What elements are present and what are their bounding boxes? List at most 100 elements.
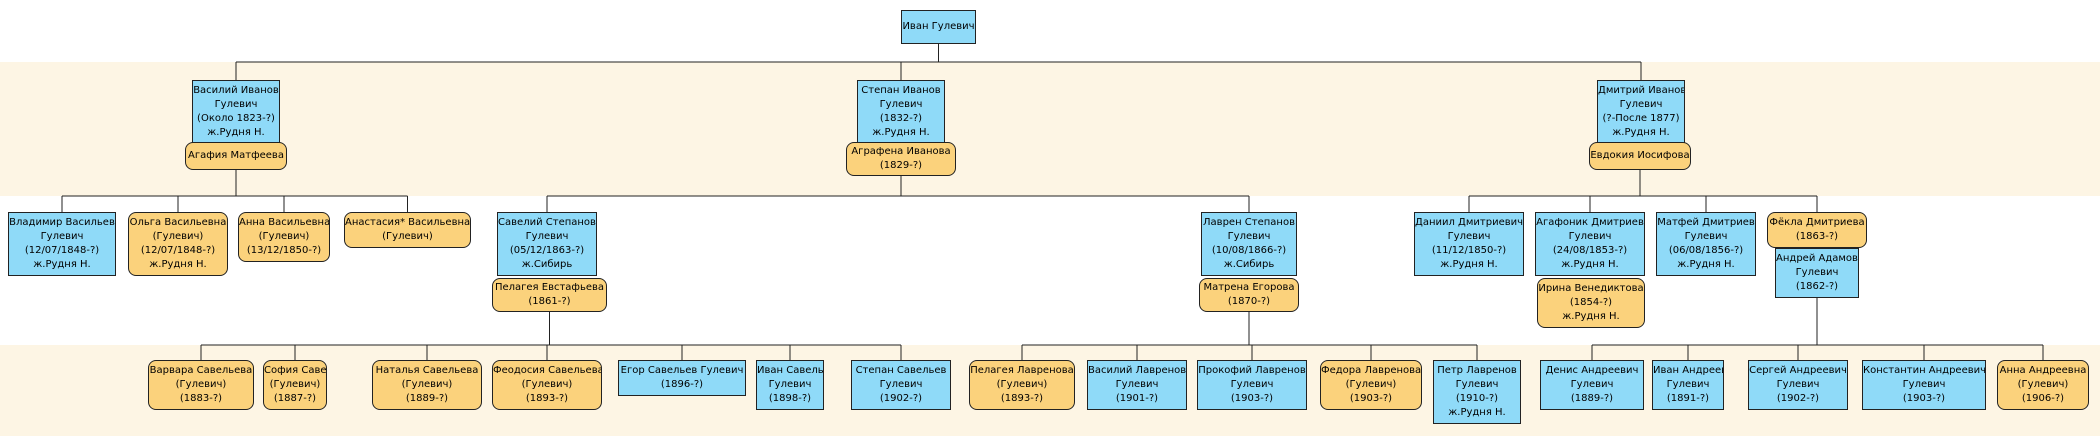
person-text-line: ж.Рудня Н. — [1440, 259, 1498, 270]
person-text-line: (1854-?) — [1569, 297, 1613, 308]
person-egor[interactable]: Егор Савельев Гулевич (1896-?) — [618, 360, 746, 396]
person-text-line: Сергей Андреевич — [1749, 365, 1847, 376]
person-text-line: Лаврен Степанов — [1203, 217, 1295, 228]
person-agrafena[interactable]: Аграфена Иванова(1829-?) — [846, 142, 956, 176]
person-olga[interactable]: Ольга Васильевна(Гулевич)(12/07/1848-?)ж… — [128, 212, 228, 276]
person-text-line: Матфей Дмитриев — [1657, 217, 1755, 228]
person-text-line: Гулевич — [1115, 379, 1159, 390]
person-evdokia[interactable]: Евдокия Иосифова — [1589, 142, 1691, 170]
person-text-line: Гулевич — [1570, 379, 1614, 390]
person-text-line: (1870-?) — [1227, 296, 1271, 307]
person-text-line: Евдокия Иосифова — [1590, 150, 1690, 161]
person-agafia[interactable]: Агафия Матфеева — [185, 142, 287, 170]
person-sofia[interactable]: София Савельева (Гулевич) (1887-?) — [263, 360, 327, 410]
person-text-line: (1832-?) — [879, 113, 923, 124]
person-text-line: Ольга Васильевна — [129, 217, 227, 228]
person-text-line: Иван Савельев — [757, 365, 824, 376]
person-text-line: (1903-?) — [1902, 393, 1946, 404]
person-text-line: (1901-?) — [1115, 393, 1159, 404]
person-text-line: ж.Рудня Н. — [1612, 127, 1670, 138]
person-text-line: Гулевич — [1227, 231, 1271, 242]
person-pelageya-e[interactable]: Пелагея Евстафьева(1861-?) — [492, 278, 607, 312]
person-text-line: (?-После 1877) — [1602, 113, 1680, 124]
person-text-line: Гулевич — [214, 99, 258, 110]
person-text-line: (1893-?) — [525, 393, 569, 404]
person-text-line: (1896-?) — [660, 379, 704, 390]
person-matrena[interactable]: Матрена Егорова(1870-?) — [1199, 278, 1299, 312]
person-text-line: Феодосия Савельева — [493, 365, 602, 376]
person-anna-a[interactable]: Анна Андреевна(Гулевич)(1906-?) — [1997, 360, 2089, 410]
person-text-line: (1902-?) — [879, 393, 923, 404]
person-irina[interactable]: Ирина Венедиктова(1854-?)ж.Рудня Н. — [1537, 278, 1645, 328]
person-text-line: Степан Савельев — [855, 365, 947, 376]
person-text-line: Анна Андреевна — [1999, 365, 2087, 376]
person-text-line: Гулевич — [1447, 231, 1491, 242]
person-text-line: Наталья Савельева — [375, 365, 479, 376]
person-text-line: (1893-?) — [1000, 393, 1044, 404]
person-text-line: Агафия Матфеева — [188, 150, 284, 161]
person-text-line: (1903-?) — [1230, 393, 1274, 404]
person-text-line: Гулевич — [879, 379, 923, 390]
person-text-line: (Гулевич) — [269, 379, 321, 390]
person-varvara[interactable]: Варвара Савельева(Гулевич)(1883-?) — [148, 360, 254, 410]
person-text-line: София Савельева — [264, 365, 327, 376]
person-fekla[interactable]: Фёкла Дмитриева(1863-?) — [1767, 212, 1867, 248]
person-text-line: Гулевич — [1684, 231, 1728, 242]
person-text-line: (11/12/1850-?) — [1431, 245, 1507, 256]
person-text-line: (Гулевич) — [382, 231, 433, 242]
person-text-line: ж.Сибирь — [521, 259, 573, 270]
person-text-line: Егор Савельев Гулевич — [620, 365, 744, 376]
person-text-line: (1862-?) — [1795, 281, 1839, 292]
person-text-line: (05/12/1863-?) — [509, 245, 585, 256]
person-text-line: Гулевич — [1776, 379, 1820, 390]
person-text-line: Анастасия* Васильевна — [345, 217, 471, 228]
person-text-line: (1910-?) — [1455, 393, 1499, 404]
person-text-line: Петр Лавренов — [1437, 365, 1517, 376]
person-feodosia[interactable]: Феодосия Савельева(Гулевич)(1893-?) — [492, 360, 602, 410]
person-anna-v[interactable]: Анна Васильевна(Гулевич)(13/12/1850-?) — [238, 212, 330, 262]
person-text-line: Гулевич — [1902, 379, 1946, 390]
person-natalya[interactable]: Наталья Савельева(Гулевич)(1889-?) — [372, 360, 482, 410]
person-text-line: Пелагея Евстафьева — [494, 282, 605, 293]
person-text-line: Андрей Адамов — [1776, 253, 1858, 264]
person-text-line: (24/08/1853-?) — [1552, 245, 1628, 256]
person-anastasia[interactable]: Анастасия* Васильевна (Гулевич) — [344, 212, 471, 248]
person-text-line: (Гулевич) — [152, 231, 204, 242]
person-text-line: Гулевич — [1455, 379, 1499, 390]
person-pelageya-l[interactable]: Пелагея Лавренова(Гулевич)(1893-?) — [969, 360, 1075, 410]
person-text-line: (12/07/1848-?) — [24, 245, 100, 256]
person-ivan[interactable]: Иван Гулевич — [901, 10, 976, 44]
person-text-line: Федора Лавренова — [1321, 365, 1422, 376]
person-text-line: Гулевич — [1568, 231, 1612, 242]
person-text-line: Константин Андреевич — [1863, 365, 1986, 376]
person-text-line: Гулевич — [1230, 379, 1274, 390]
person-text-line: (Гулевич) — [2017, 379, 2069, 390]
person-text-line: (1902-?) — [1776, 393, 1820, 404]
person-fedora[interactable]: Федора Лавренова(Гулевич)(1903-?) — [1320, 360, 1422, 410]
person-text-line: (1898-?) — [768, 393, 812, 404]
person-text-line: (Гулевич) — [996, 379, 1048, 390]
person-text-line: Гулевич — [1795, 267, 1839, 278]
person-text-line: (06/08/1856-?) — [1668, 245, 1744, 256]
person-text-line: (1887-?) — [273, 393, 317, 404]
